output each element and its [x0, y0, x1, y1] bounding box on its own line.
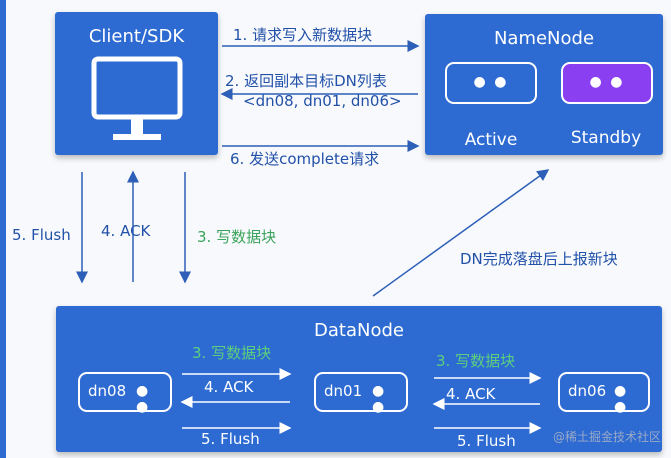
- datanode-box: DataNode dn08 ● ● dn01 ● ● dn06 ● ● 3. 写…: [56, 306, 662, 452]
- datanode-pill-dn08: dn08 ● ●: [78, 372, 172, 415]
- dots-icon: ● ●: [614, 383, 629, 415]
- step2-label: 2. 返回副本目标DN列表: [225, 72, 387, 90]
- dn01-label: dn01: [324, 382, 363, 400]
- write-label-right: 3. 写数据块: [436, 352, 516, 370]
- dots-icon: ● ●: [372, 383, 387, 415]
- active-node-pill: ● ●: [445, 62, 537, 104]
- step6-label: 6. 发送complete请求: [230, 150, 380, 168]
- ack-label-vertical: 4. ACK: [101, 222, 151, 240]
- write-label-left: 3. 写数据块: [192, 344, 272, 362]
- report-label: DN完成落盘后上报新块: [460, 250, 618, 268]
- left-edge-strip: [0, 0, 6, 458]
- ack-label-right: 4. ACK: [446, 385, 496, 403]
- step2-list-label: <dn08, dn01, dn06>: [243, 92, 402, 110]
- step1-label: 1. 请求写入新数据块: [233, 26, 373, 44]
- standby-node-pill: ● ●: [561, 62, 653, 104]
- dots-icon: ● ●: [473, 74, 509, 90]
- namenode-title: NameNode: [493, 28, 595, 49]
- dots-icon: ● ●: [136, 383, 151, 415]
- standby-label: Standby: [570, 128, 642, 148]
- monitor-icon: [91, 56, 183, 140]
- client-title: Client/SDK: [88, 26, 185, 47]
- watermark: @稀土掘金技术社区: [553, 430, 662, 444]
- datanode-title: DataNode: [314, 320, 404, 341]
- write-label-vertical: 3. 写数据块: [197, 228, 277, 246]
- datanode-pill-dn01: dn01 ● ●: [314, 372, 408, 415]
- namenode-box: NameNode ● ● Active ● ● Standby: [425, 14, 663, 155]
- dots-icon: ● ●: [589, 74, 625, 90]
- flush-label-right: 5. Flush: [457, 432, 516, 450]
- client-box: Client/SDK: [55, 12, 218, 155]
- dn06-label: dn06: [568, 382, 607, 400]
- dn08-label: dn08: [88, 382, 127, 400]
- active-label: Active: [464, 130, 518, 150]
- flush-label-left: 5. Flush: [201, 430, 260, 448]
- flush-label-vertical: 5. Flush: [12, 226, 71, 244]
- datanode-pill-dn06: dn06 ● ●: [558, 372, 650, 415]
- ack-label-left: 4. ACK: [204, 378, 254, 396]
